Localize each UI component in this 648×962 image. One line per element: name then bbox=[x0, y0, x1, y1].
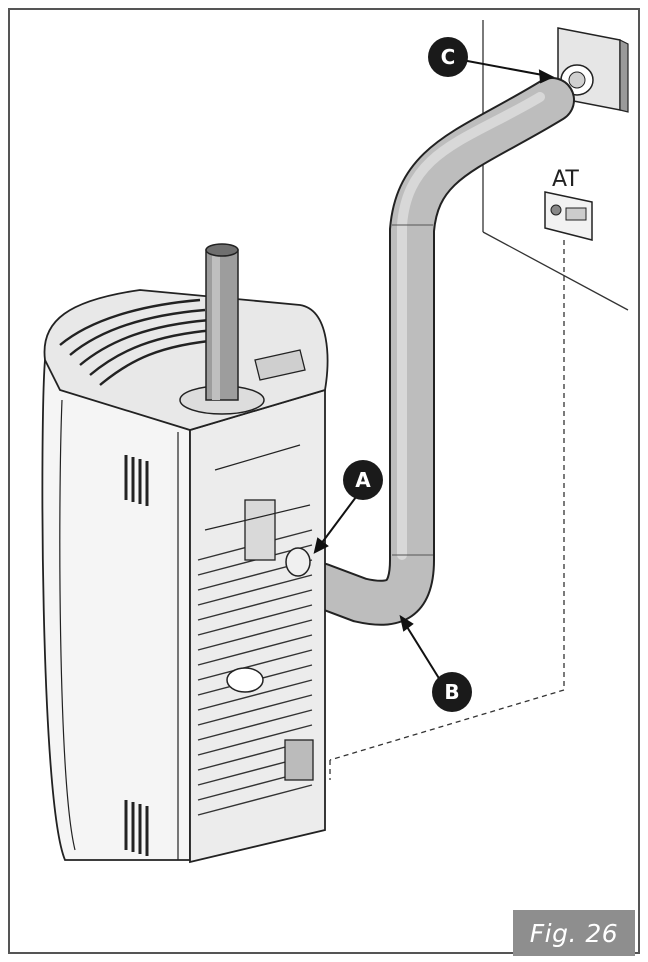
callout-b: B bbox=[432, 672, 472, 712]
callout-a: A bbox=[343, 460, 383, 500]
pellet-stove bbox=[41, 243, 329, 864]
ambient-thermostat bbox=[544, 191, 593, 241]
svg-text:B: B bbox=[444, 680, 459, 704]
callout-c: C bbox=[428, 37, 468, 77]
at-label: AT bbox=[552, 167, 579, 192]
air-intake-pipe bbox=[297, 77, 575, 626]
svg-text:C: C bbox=[441, 45, 456, 69]
wall-air-terminal bbox=[557, 27, 629, 113]
callout-arrows bbox=[313, 59, 555, 689]
figure-caption: Fig. 26 bbox=[513, 910, 635, 956]
svg-text:A: A bbox=[355, 468, 371, 492]
